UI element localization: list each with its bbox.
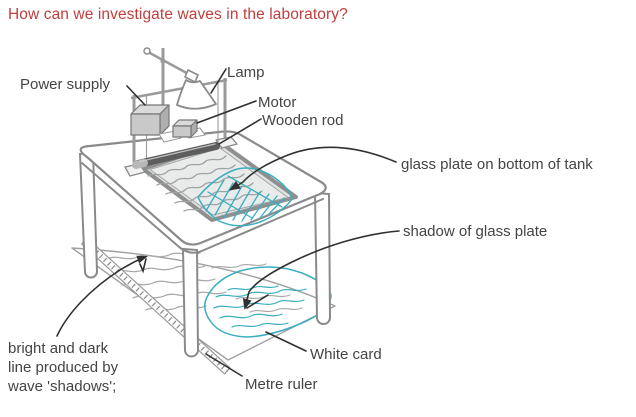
glass-plate-shadow xyxy=(204,266,332,338)
svg-text:bright and dark: bright and dark xyxy=(8,340,109,357)
wooden-rod-leader xyxy=(218,118,262,145)
table-legs xyxy=(78,151,331,358)
glass-plate-arrowhead xyxy=(229,180,241,191)
svg-text:line produced by: line produced by xyxy=(8,359,119,376)
label-glass-plate: glass plate on bottom of tank xyxy=(401,156,593,173)
glass-plate-on-bottom xyxy=(197,167,293,227)
power-supply xyxy=(130,104,170,136)
svg-text:wave 'shadows';: wave 'shadows'; xyxy=(7,378,116,395)
label-white-card: White card xyxy=(310,346,382,363)
lamp-leader xyxy=(210,68,227,94)
label-shadow: shadow of glass plate xyxy=(403,223,547,240)
label-metre-ruler: Metre ruler xyxy=(245,376,318,393)
motor-leader xyxy=(196,100,257,124)
label-power-supply: Power supply xyxy=(20,76,111,93)
glass-plate-arrow xyxy=(231,146,397,190)
label-wooden-rod: Wooden rod xyxy=(262,112,343,129)
metre-ruler-leader xyxy=(205,353,243,377)
crossbar xyxy=(130,78,228,100)
power-supply-leader xyxy=(126,85,146,106)
shadow-arrowhead xyxy=(242,298,252,310)
label-motor: Motor xyxy=(258,94,296,111)
bright-dark-arrowhead xyxy=(136,255,148,264)
label-bright-dark-note: bright and dark line produced by wave 's… xyxy=(7,340,119,395)
lamp xyxy=(176,69,217,110)
wooden-rod xyxy=(132,142,220,169)
page-title: How can we investigate waves in the labo… xyxy=(8,6,348,23)
leader-lines xyxy=(56,68,400,377)
label-lamp: Lamp xyxy=(227,64,265,81)
white-card-leader xyxy=(265,331,307,352)
motor xyxy=(172,119,198,138)
labels: Power supply Lamp Motor Wooden rod glass… xyxy=(7,64,593,395)
shadow-arrow xyxy=(244,230,400,308)
bright-dark-arrow xyxy=(56,257,144,337)
